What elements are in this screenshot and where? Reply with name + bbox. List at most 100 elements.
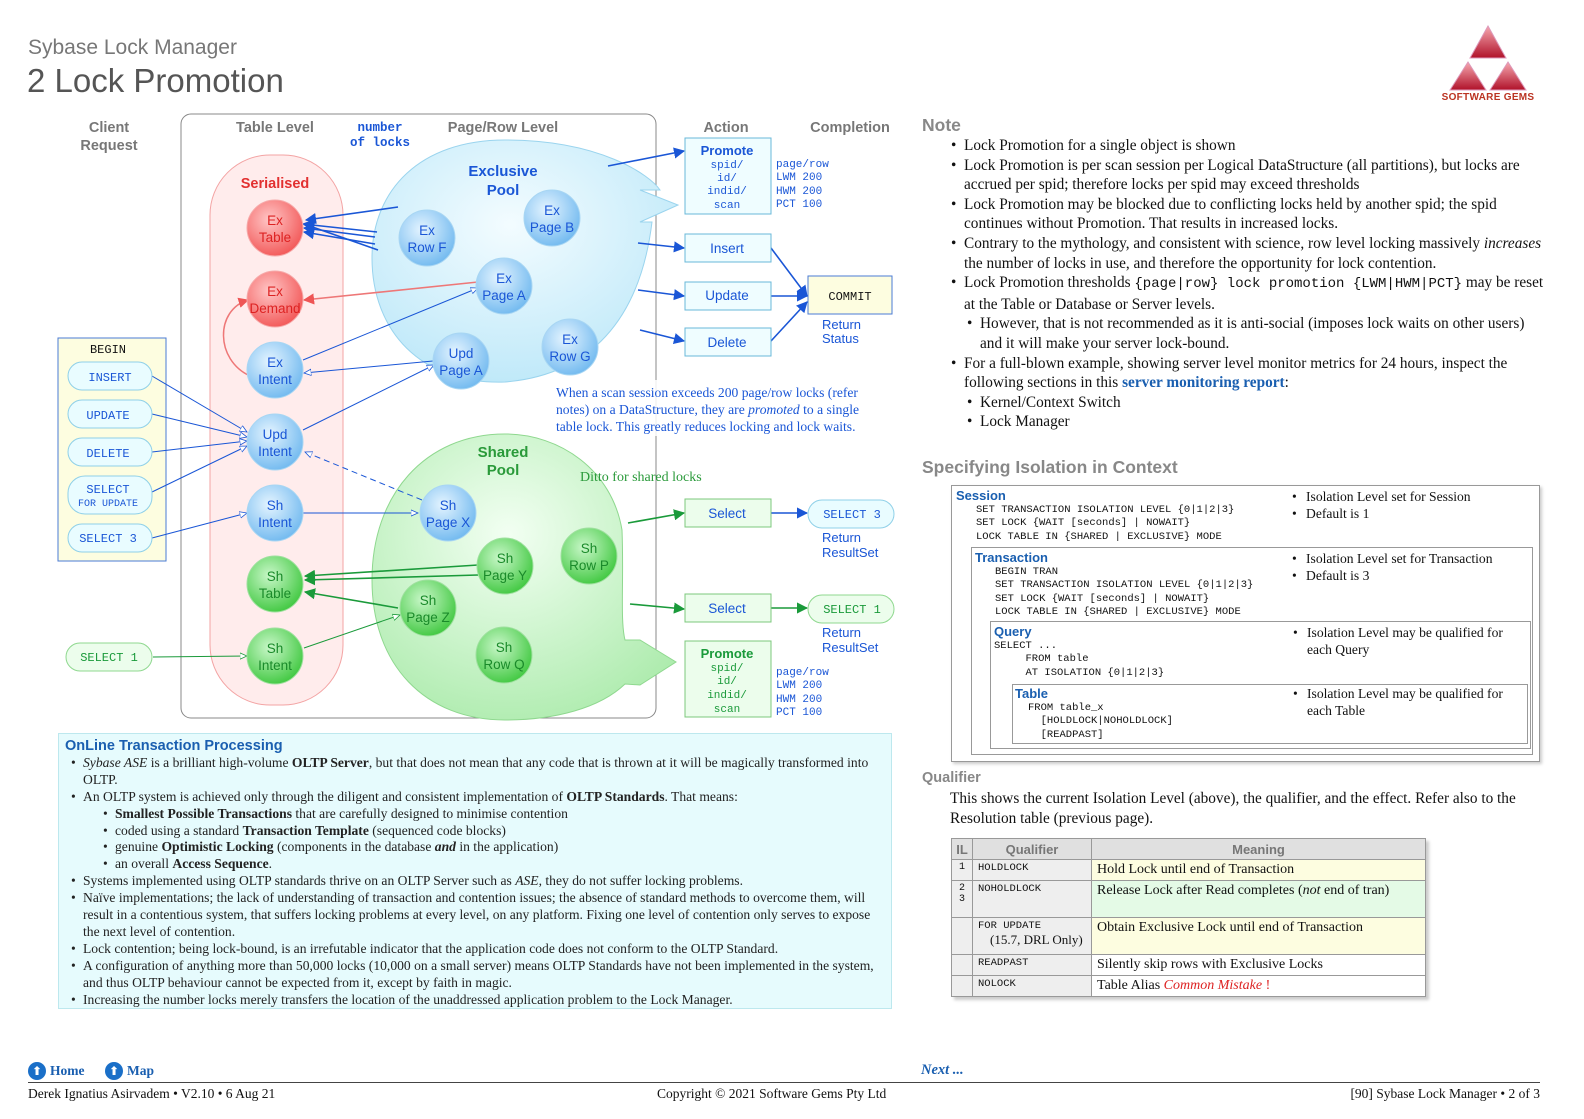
delete-action-label: Delete <box>707 335 746 350</box>
exclusive-pool <box>371 139 680 383</box>
qualifier-cell: NOLOCK <box>972 975 1092 997</box>
ex-row-f-label-1: Ex <box>419 223 435 238</box>
delete-action <box>684 327 772 357</box>
logo-text: SOFTWARE GEMS <box>1441 92 1535 103</box>
threshold-ex-4: PCT 100 <box>776 199 822 211</box>
col-meaning: Meaning <box>1091 838 1426 860</box>
il-cell <box>951 954 973 976</box>
note-item-6: For a full-blown example, showing server… <box>951 354 1544 432</box>
note-item-4: Contrary to the mythology, and consisten… <box>951 234 1544 273</box>
edge-10 <box>151 413 247 437</box>
select-action-2 <box>684 593 772 623</box>
sh-page-x-label-1: Sh <box>440 498 457 513</box>
sh-row-p-label-1: Sh <box>581 541 598 556</box>
select-action-1-label: Select <box>708 506 746 521</box>
sh-page-z-label-1: Sh <box>420 593 437 608</box>
select-for-update-label-2: FOR UPDATE <box>78 499 138 510</box>
ex-demand-label-1: Ex <box>267 284 283 299</box>
col-action: Action <box>703 120 748 136</box>
upd-page-a-label-2: Page A <box>439 363 483 378</box>
upd-intent-label-1: Upd <box>263 427 288 442</box>
edge-17 <box>303 615 400 649</box>
edge-21 <box>607 147 686 167</box>
page-title: 2 Lock Promotion <box>27 62 284 99</box>
return-resultset-2b: ResultSet <box>822 640 879 655</box>
threshold-sh-4: PCT 100 <box>776 707 822 719</box>
edge-13 <box>151 513 247 539</box>
serialised-label: Serialised <box>241 176 310 192</box>
insert-action-label: Insert <box>710 241 744 256</box>
col-number-locks-2: of locks <box>350 136 410 150</box>
il-cell: 2 3 <box>951 880 973 918</box>
shared-pool-label-1: Shared <box>478 444 529 461</box>
sh-row-q-label-2: Row Q <box>483 657 524 672</box>
session-bullets: Isolation Level set for SessionDefault i… <box>1292 489 1532 522</box>
next-link[interactable]: Next ... <box>921 1062 964 1078</box>
query-title: Query <box>994 624 1032 639</box>
spec-heading: Specifying Isolation in Context <box>922 457 1178 477</box>
qualifier-cell: READPAST <box>972 954 1092 976</box>
oltp-panel: OnLine Transaction Processing Sybase ASE… <box>58 733 892 1009</box>
sh-intent-2-label-2: Intent <box>258 658 292 673</box>
col-page-row-level: Page/Row Level <box>448 120 558 136</box>
sh-page-y-label-2: Page Y <box>483 568 527 583</box>
promote-shared-d3: indid/ <box>707 690 747 702</box>
ex-page-b-label-1: Ex <box>544 203 560 218</box>
promo-note-3: table lock. This greatly reduces locking… <box>556 419 855 434</box>
select3-result <box>807 499 895 529</box>
threshold-ex-1: page/row <box>776 159 829 171</box>
sh-intent-1-label-1: Sh <box>267 498 284 513</box>
ex-row-f-label-2: Row F <box>407 240 446 255</box>
sh-intent-2-label-1: Sh <box>267 641 284 656</box>
oltp-bullet-7: Increasing the number locks merely trans… <box>71 992 885 1009</box>
software-gems-logo <box>1449 24 1527 91</box>
exclusive-pool-label-2: Pool <box>487 182 520 199</box>
edge-2 <box>302 222 379 251</box>
map-link[interactable]: ⬆Map <box>105 1062 154 1080</box>
select-for-update-request <box>67 475 153 515</box>
delete-request <box>67 437 153 467</box>
transaction-title: Transaction <box>975 550 1048 565</box>
page-x-to-upd-intent-edge <box>305 452 423 501</box>
qualifier-cell: HOLDLOCK <box>972 859 1092 881</box>
select1-result-label: SELECT 1 <box>823 603 881 617</box>
footer-author: Derek Ignatius Asirvadem • V2.10 • 6 Aug… <box>28 1086 276 1101</box>
edge-6 <box>302 281 479 305</box>
oltp-sub-3: genuine Optimistic Locking (components i… <box>103 839 885 856</box>
qualifier-cell: FOR UPDATE(15.7, DRL Only) <box>972 917 1092 955</box>
sh-page-x-label-2: Page X <box>426 515 470 530</box>
oltp-sub-1: Smallest Possible Transactions that are … <box>103 806 885 823</box>
meaning-cell: Silently skip rows with Exclusive Locks <box>1091 954 1426 976</box>
threshold-ex-3: HWM 200 <box>776 186 822 198</box>
return-resultset-1a: Return <box>822 530 861 545</box>
server-monitoring-report-link[interactable]: server monitoring report <box>1122 374 1285 392</box>
edge-12 <box>151 445 247 493</box>
col-number-locks-1: number <box>357 121 402 135</box>
commit-label: COMMIT <box>828 290 871 304</box>
footer-divider <box>28 1082 1540 1083</box>
upd-intent-label-2: Intent <box>258 444 292 459</box>
update-request-label: UPDATE <box>86 409 129 423</box>
ex-table-label-2: Table <box>259 230 291 245</box>
sh-page-z-label-2: Page Z <box>406 610 450 625</box>
oltp-title: OnLine Transaction Processing <box>65 738 283 754</box>
sh-page-y-label-1: Sh <box>497 551 514 566</box>
promote-exclusive-d1: spid/ <box>710 160 743 172</box>
select-action-1 <box>684 498 772 528</box>
edge-7 <box>302 288 478 361</box>
session-box: Session SET TRANSACTION ISOLATION LEVEL … <box>951 485 1540 762</box>
home-link[interactable]: ⬆Home <box>28 1062 85 1080</box>
note-item-5: Lock Promotion thresholds {page|row} loc… <box>951 273 1544 353</box>
return-status-2: Status <box>822 331 859 346</box>
insert-action <box>684 233 772 263</box>
